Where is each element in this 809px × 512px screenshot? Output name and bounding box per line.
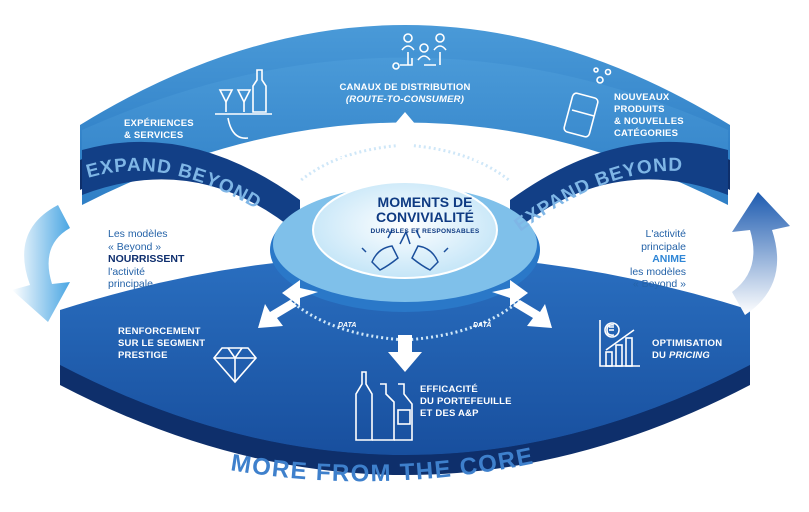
side-left-strong: NOURRISSENT xyxy=(108,253,185,265)
euro-chart-icon xyxy=(599,320,640,367)
center-title-line2: CONVIVIALITÉ xyxy=(375,209,474,225)
pillar-distribution: CANAUX DE DISTRIBUTION (ROUTE-TO-CONSUME… xyxy=(330,82,480,106)
side-right-line4: « Beyond » xyxy=(632,278,687,290)
pillar-experiences: EXPÉRIENCES & SERVICES xyxy=(124,118,194,142)
arrow-down xyxy=(388,335,422,372)
arrow-up xyxy=(388,112,422,150)
can-bubbles-icon xyxy=(563,67,612,138)
side-left-line4: principale xyxy=(108,278,153,290)
data-label-4: DATA xyxy=(473,322,491,329)
pillar-prestige-line3: PRESTIGE xyxy=(118,350,168,361)
arrow-lower-left xyxy=(258,300,297,328)
pillar-experiences-line1: EXPÉRIENCES xyxy=(124,118,194,129)
data-label-1: DATA xyxy=(338,157,356,164)
side-note-right: L'activité principale ANIME les modèles … xyxy=(630,228,686,291)
center-title-line1: MOMENTS DE xyxy=(377,194,473,210)
pillar-portefeuille-line2: DU PORTEFEUILLE xyxy=(420,396,512,407)
pillar-pricing-line2-em: PRICING xyxy=(668,350,710,361)
bottles-icon xyxy=(355,371,413,441)
data-label-2: DATA xyxy=(473,157,491,164)
center-title: MOMENTS DE CONVIVIALITÉ xyxy=(330,195,520,225)
data-label-3: DATA xyxy=(338,322,356,329)
pillar-distribution-line1: CANAUX DE DISTRIBUTION xyxy=(339,82,471,93)
pillar-prestige: RENFORCEMENT SUR LE SEGMENT PRESTIGE xyxy=(118,326,205,362)
toast-hands-icon xyxy=(361,229,449,271)
pillar-nouveaux-line3: & NOUVELLES xyxy=(614,116,684,127)
pillar-distribution-line2: (ROUTE-TO-CONSUMER) xyxy=(345,94,465,105)
pillar-prestige-line1: RENFORCEMENT xyxy=(118,326,201,337)
side-left-line1: Les modèles xyxy=(108,228,168,240)
side-left-line2: « Beyond » xyxy=(108,240,162,253)
arrow-lower-right xyxy=(513,300,552,328)
arrow-upper-left xyxy=(258,150,297,178)
pillar-nouveaux-line2: PRODUITS xyxy=(614,104,665,115)
pillar-portefeuille-line3: ET DES A&P xyxy=(420,408,479,419)
side-left-line3: l'activité xyxy=(108,265,146,278)
pillar-nouveaux-line1: NOUVEAUX xyxy=(614,92,670,103)
side-right-line3: les modèles xyxy=(630,265,687,278)
diamond-icon xyxy=(212,347,258,384)
center-arrows xyxy=(258,112,552,372)
arrow-mid-right-low xyxy=(492,280,528,306)
beyond-band xyxy=(80,25,730,235)
left-cycle-arrow xyxy=(12,205,70,322)
people-network-icon xyxy=(392,33,447,70)
right-cycle-arrow xyxy=(732,192,790,315)
arrow-mid-left-low xyxy=(282,280,318,306)
side-note-left: Les modèles « Beyond » NOURRISSENT l'act… xyxy=(108,228,184,291)
side-right-strong: ANIME xyxy=(652,253,687,265)
arrow-mid-right xyxy=(492,172,528,198)
center-subtitle: DURABLES ET RESPONSABLES xyxy=(370,228,480,235)
glasses-bottle-tray-icon xyxy=(215,69,272,139)
pillar-pricing: OPTIMISATION DU PRICING xyxy=(652,338,722,362)
pillar-portefeuille: EFFICACITÉ DU PORTEFEUILLE ET DES A&P xyxy=(420,384,512,420)
pillar-nouveaux: NOUVEAUX PRODUITS & NOUVELLES CATÉGORIES xyxy=(614,92,684,140)
side-right-line2: principale xyxy=(641,240,687,253)
pillar-pricing-line2-prefix: DU xyxy=(652,350,669,361)
pillar-pricing-line1: OPTIMISATION xyxy=(652,338,723,349)
arrow-upper-right xyxy=(513,150,552,178)
pillar-prestige-line2: SUR LE SEGMENT xyxy=(118,338,206,349)
side-right-line1: L'activité xyxy=(645,228,687,240)
pillar-portefeuille-line1: EFFICACITÉ xyxy=(420,384,478,395)
pillar-experiences-line2: & SERVICES xyxy=(124,130,184,141)
pillar-nouveaux-line4: CATÉGORIES xyxy=(614,128,679,139)
arrow-mid-left xyxy=(282,172,318,198)
central-platform xyxy=(270,181,540,312)
